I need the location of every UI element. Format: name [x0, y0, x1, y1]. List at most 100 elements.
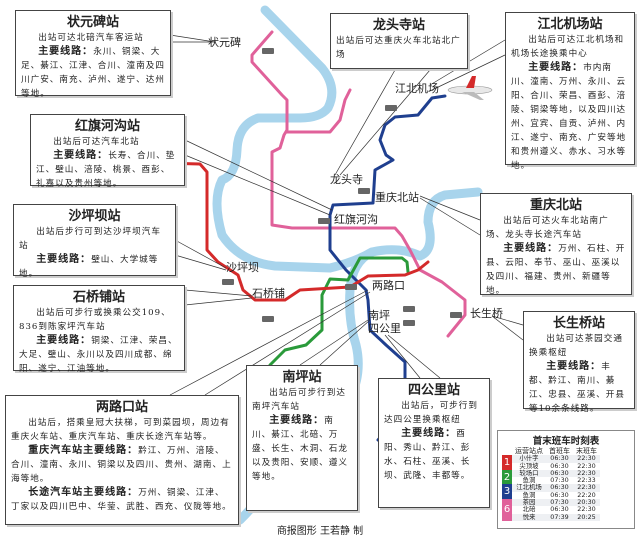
map-label-lianglukou: 两路口 [372, 279, 405, 292]
station-title: 沙坪坝站 [68, 209, 121, 224]
last-train-cell: 20:25 [573, 513, 600, 521]
station-cell: 鱼洞 [512, 491, 546, 500]
station-title: 江北机场站 [537, 17, 603, 32]
station-box-shapingba: 沙坪坝站 出站后步行可到达沙坪坝汽车站 主要线路：璧山、大学城等地。 [13, 204, 176, 279]
routes-text: 酉阳、秀山、黔江、彭水、石柱、巫溪、长坝、武隆、丰都等。 [384, 429, 471, 481]
last-train-cell: 22:30 [573, 484, 600, 492]
routes-label: 主要线路： [401, 428, 457, 439]
station-cell: 茶园 [512, 498, 546, 507]
line1-track [120, 160, 430, 302]
station-box-chongqing-north: 重庆北站 出站后可达火车北站南广场、龙头寺长途汽车站 主要线路：万州、石柱、开县… [480, 193, 632, 298]
station-desc: 出站可达茶园交通换乘枢纽 [529, 334, 623, 358]
last-train-cell: 22:30 [573, 462, 600, 470]
header-last: 末班车 [576, 447, 597, 455]
station-title: 长生桥站 [552, 316, 605, 331]
first-train-cell: 06:30 [546, 462, 573, 470]
station-desc: 出站后可步行到达南坪汽车站 [252, 388, 346, 412]
station-routes: 主要线路：璧山、大学城等地。 [19, 253, 170, 281]
station-desc: 出站后可达重庆火车北站北广场 [336, 36, 461, 60]
station-title: 状元碑站 [66, 15, 119, 30]
station-desc: 出站后可达汽车北站 [53, 137, 140, 147]
last-train-cell: 22:30 [573, 469, 600, 478]
station-desc: 出站后可达江北机场和机场长途换乘中心 [511, 35, 625, 59]
first-train-cell: 07:30 [546, 476, 573, 485]
timetable-title: 首末班车时刻表 [532, 436, 600, 447]
map-label-zhuangyuanbei: 状元碑 [208, 36, 241, 49]
station-title: 红旗河沟站 [74, 119, 140, 134]
station-cell: 尖顶坡 [512, 462, 546, 470]
line-badge: 2 [502, 469, 512, 485]
routes-label: 主要线路： [38, 46, 94, 57]
line-badge: 3 [502, 484, 512, 500]
map-label-shiqiaopu: 石桥铺 [252, 287, 285, 300]
header-station: 运营站点 [515, 447, 543, 455]
routes-label: 重庆汽车站主要线路： [28, 445, 139, 456]
map-label-sigongli: 四公里 [368, 322, 401, 335]
station-desc: 出站后，搭乘皇冠大扶梯，可到菜园坝，周边有重庆火车站、重庆汽车站、重庆长途汽车站… [11, 418, 230, 442]
station-cell: 较场口 [512, 469, 546, 478]
last-train-cell: 22:30 [573, 506, 600, 514]
first-train-cell: 06:30 [546, 454, 573, 463]
station-desc: 出站后可达火车北站南广场、龙头寺长途汽车站 [486, 216, 609, 240]
station-routes: 主要线路：长寿、合川、垫江、璧山、涪陵、桃景、酉彭、礼嘉以及贵州等地。 [36, 149, 179, 191]
map-label-chongqing-north: 重庆北站 [375, 191, 419, 204]
routes-label: 长途汽车站主要线路： [28, 487, 139, 498]
first-train-cell: 07:39 [546, 513, 573, 521]
station-box-changshengqiao: 长生桥站 出站可达茶园交通换乘枢纽 主要线路：丰都、黔江、南川、綦江、忠县、巫溪… [523, 311, 635, 414]
station-cell: 江北机场 [512, 484, 546, 492]
map-label-longtousi: 龙头寺 [330, 173, 363, 186]
last-train-cell: 20:30 [573, 498, 600, 507]
station-title: 石桥铺站 [72, 290, 125, 305]
station-box-jiangbei-airport: 江北机场站 出站后可达江北机场和机场长途换乘中心 主要线路：市内南川、潼南、万州… [505, 12, 635, 171]
routes-text: 长寿、合川、垫江、璧山、涪陵、桃景、酉彭、礼嘉以及贵州等地。 [36, 151, 176, 189]
first-train-cell: 06:30 [546, 491, 573, 500]
routes-label: 主要线路： [53, 150, 109, 161]
routes-text: 万州、铜梁、江津、丁家以及四川巴中、华蓥、武胜、西充、仪陇等地。 [11, 488, 232, 512]
routes-text: 璧山、大学城等地。 [19, 255, 159, 279]
station-box-zhuangyuanbei: 状元碑站 出站可达北碚汽车客运站 主要线路：永川、铜梁、大足、綦江、江津、合川、… [15, 10, 171, 99]
station-cell: 小什字 [512, 454, 546, 463]
last-train-cell: 22:30 [573, 454, 600, 463]
station-routes: 重庆汽车站主要线路：黔江、万州、涪陵、合川、潼南、永川、铜梁以及四川、贵州、湖南… [11, 444, 233, 486]
station-routes: 主要线路：万州、石柱、开县、云阳、奉节、巫山、巫溪以及四川、福建、贵州、新疆等地… [486, 242, 626, 298]
routes-text: 黔江、万州、涪陵、合川、潼南、永川、铜梁以及四川、贵州、湖南、上海等地。 [11, 446, 232, 484]
station-box-sigongli: 四公里站 出站后，可步行到达四公里换乘枢纽 主要线路：酉阳、秀山、黔江、彭水、石… [378, 378, 490, 508]
last-train-cell: 22:33 [573, 476, 600, 485]
station-title: 重庆北站 [529, 198, 582, 213]
first-train-cell: 06:30 [546, 469, 573, 478]
first-train-cell: 07:30 [546, 498, 573, 507]
station-routes: 主要线路：丰都、黔江、南川、綦江、忠县、巫溪、开县等10余条线路。 [529, 360, 629, 416]
station-box-nanping: 南坪站 出站后可步行到达南坪汽车站 主要线路：南川、綦江、北碚、万盛、长生、木洞… [246, 365, 358, 511]
station-routes: 主要线路：酉阳、秀山、黔江、彭水、石柱、巫溪、长坝、武隆、丰都等。 [384, 427, 484, 483]
station-cell: 鱼洞 [512, 476, 546, 485]
airplane-icon [447, 76, 493, 100]
routes-label: 主要线路： [36, 254, 92, 265]
station-title: 两路口站 [95, 400, 148, 415]
station-routes: 主要线路：铜梁、江津、荣昌、大足、璧山、永川以及四川成都、绵阳、遂宁、江油等地。 [19, 334, 179, 376]
map-label-hongqihegou: 红旗河沟 [334, 213, 378, 226]
line-badge: 1 [502, 455, 512, 470]
line6-track [250, 30, 467, 338]
station-title: 龙头寺站 [372, 18, 425, 33]
routes-text: 铜梁、江津、荣昌、大足、璧山、永川以及四川成都、绵阳、遂宁、江油等地。 [19, 336, 178, 374]
last-train-cell: 22:20 [573, 491, 600, 500]
map-label-changshengqiao: 长生桥 [470, 307, 503, 320]
routes-text: 南川、綦江、北碚、万盛、长生、木洞、石龙以及贵阳、安顺、遵义等地。 [252, 416, 348, 482]
credit: 商报图形 王若静 制 [276, 526, 364, 537]
routes-text: 市内南川、潼南、万州、永川、云阳、合川、荣昌、酉彭、涪陵、铜梁等地，以及四川达州… [511, 63, 627, 171]
routes-label: 主要线路： [503, 243, 559, 254]
station-cell: 北碚 [512, 506, 546, 514]
station-routes: 主要线路：永川、铜梁、大足、綦江、江津、合川、潼南及四川广安、南充、泸州、遂宁、… [21, 45, 165, 101]
map-label-shapingba: 沙坪坝 [226, 261, 259, 274]
station-routes: 主要线路：南川、綦江、北碚、万盛、长生、木洞、石龙以及贵阳、安顺、遵义等地。 [252, 414, 352, 484]
station-desc: 出站后，可步行到达四公里换乘枢纽 [384, 401, 478, 425]
station-box-hongqihegou: 红旗河沟站 出站后可达汽车北站 主要线路：长寿、合川、垫江、璧山、涪陵、桃景、酉… [30, 114, 185, 189]
map-label-jiangbei-airport: 江北机场 [395, 82, 439, 95]
